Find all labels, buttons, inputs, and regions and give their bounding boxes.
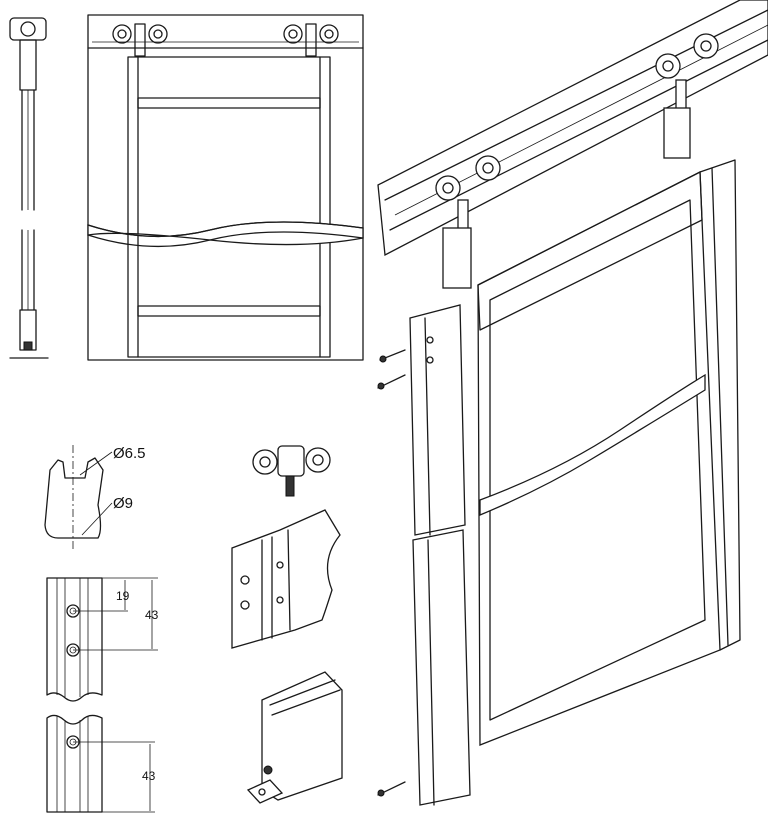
bottom-bracket-detail [246,671,343,804]
bottom-hole-offset-label: 43 [142,769,156,783]
hole-spacing-label: 43 [145,608,159,622]
roller-detail [252,445,331,497]
hinge-detail [231,509,341,649]
inner-diameter-label: Ø6.5 [113,445,146,462]
left-stile [409,304,471,806]
track-roller-1 [435,155,501,289]
roller-right [283,23,339,57]
outer-diameter-label: Ø9 [113,495,133,512]
hole-spacing-detail: 19 43 43 [46,577,159,813]
profile-section: Ø6.5 Ø9 [44,445,146,550]
screws [377,349,406,797]
isometric-track [377,0,768,289]
side-view [9,17,49,359]
isometric-door [377,159,741,806]
roller-left [112,23,168,57]
first-hole-offset-label: 19 [116,589,130,603]
front-view [87,14,364,361]
track-roller-2 [655,33,719,159]
